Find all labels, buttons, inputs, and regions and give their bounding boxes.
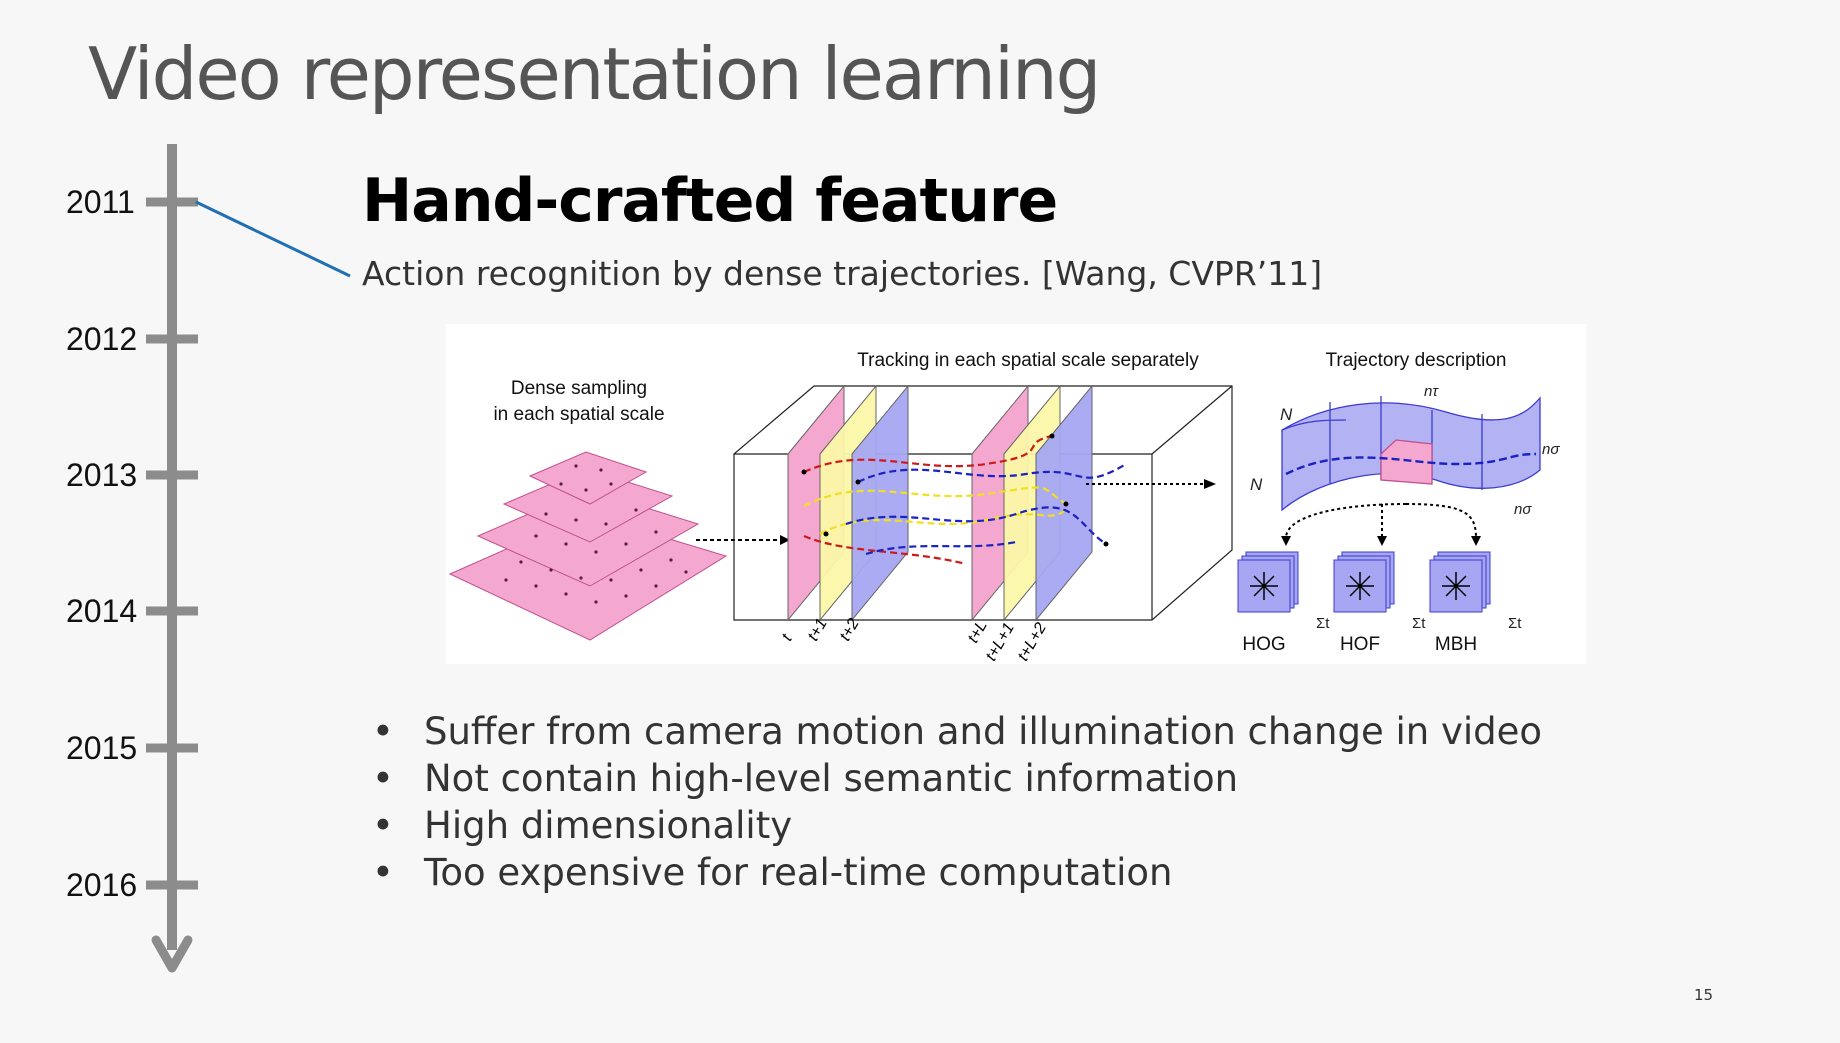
trajectory-points	[801, 433, 1109, 547]
label-tracking: Tracking in each spatial scale separatel…	[857, 350, 1199, 371]
year-2016: 2016	[66, 867, 138, 903]
bullet-item: Suffer from camera motion and illuminati…	[362, 708, 1542, 755]
descriptor-mbh: Σt MBH	[1429, 551, 1522, 655]
symbol-n-sigma-2: nσ	[1514, 501, 1532, 518]
scale-pyramid	[448, 451, 728, 641]
dense-trajectories-figure: Dense sampling in each spatial scale Tra…	[446, 324, 1586, 664]
time-label-tL2: t+L+2	[1015, 620, 1050, 664]
section-title: Hand-crafted feature	[362, 166, 1058, 236]
frame-planes	[787, 384, 1093, 622]
page-number: 15	[1694, 986, 1714, 1004]
year-2015: 2015	[66, 730, 138, 766]
descriptor-hof: Σt HOF	[1333, 551, 1426, 655]
bullet-item: High dimensionality	[362, 802, 1542, 849]
descriptor-hog: Σt HOG	[1237, 551, 1330, 655]
bullet-list: Suffer from camera motion and illuminati…	[362, 708, 1542, 896]
symbol-N-top: N	[1280, 405, 1293, 424]
timeline-connector	[195, 200, 351, 278]
trajectories	[803, 434, 1127, 566]
sum-hof: Σt	[1412, 615, 1426, 632]
descriptor-arrows	[1285, 503, 1477, 539]
label-dense-sampling: Dense sampling	[511, 378, 647, 399]
timeline	[146, 144, 198, 973]
label-dense-sampling-2: in each spatial scale	[493, 404, 664, 425]
timeline-arrow-icon	[151, 935, 193, 973]
year-2012: 2012	[66, 321, 138, 357]
symbol-N-side: N	[1250, 475, 1263, 494]
trajectory-volume	[1281, 396, 1541, 512]
label-trajectory-description: Trajectory description	[1326, 350, 1507, 371]
sum-mbh: Σt	[1508, 615, 1522, 632]
year-2011: 2011	[66, 184, 135, 220]
bullet-item: Too expensive for real-time computation	[362, 849, 1542, 896]
label-mbh: MBH	[1435, 634, 1477, 655]
citation: Action recognition by dense trajectories…	[362, 254, 1323, 293]
time-label-tL: t+L	[965, 618, 991, 646]
label-hof: HOF	[1340, 634, 1380, 655]
bullet-item: Not contain high-level semantic informat…	[362, 755, 1542, 802]
symbol-n-sigma-1: nσ	[1542, 441, 1560, 458]
sum-hog: Σt	[1316, 615, 1330, 632]
year-2013: 2013	[66, 457, 138, 493]
time-label-t: t	[779, 631, 796, 644]
slide-title: Video representation learning	[88, 32, 1101, 116]
year-2014: 2014	[66, 593, 138, 629]
symbol-n-tau: nτ	[1424, 383, 1439, 400]
label-hog: HOG	[1242, 634, 1285, 655]
